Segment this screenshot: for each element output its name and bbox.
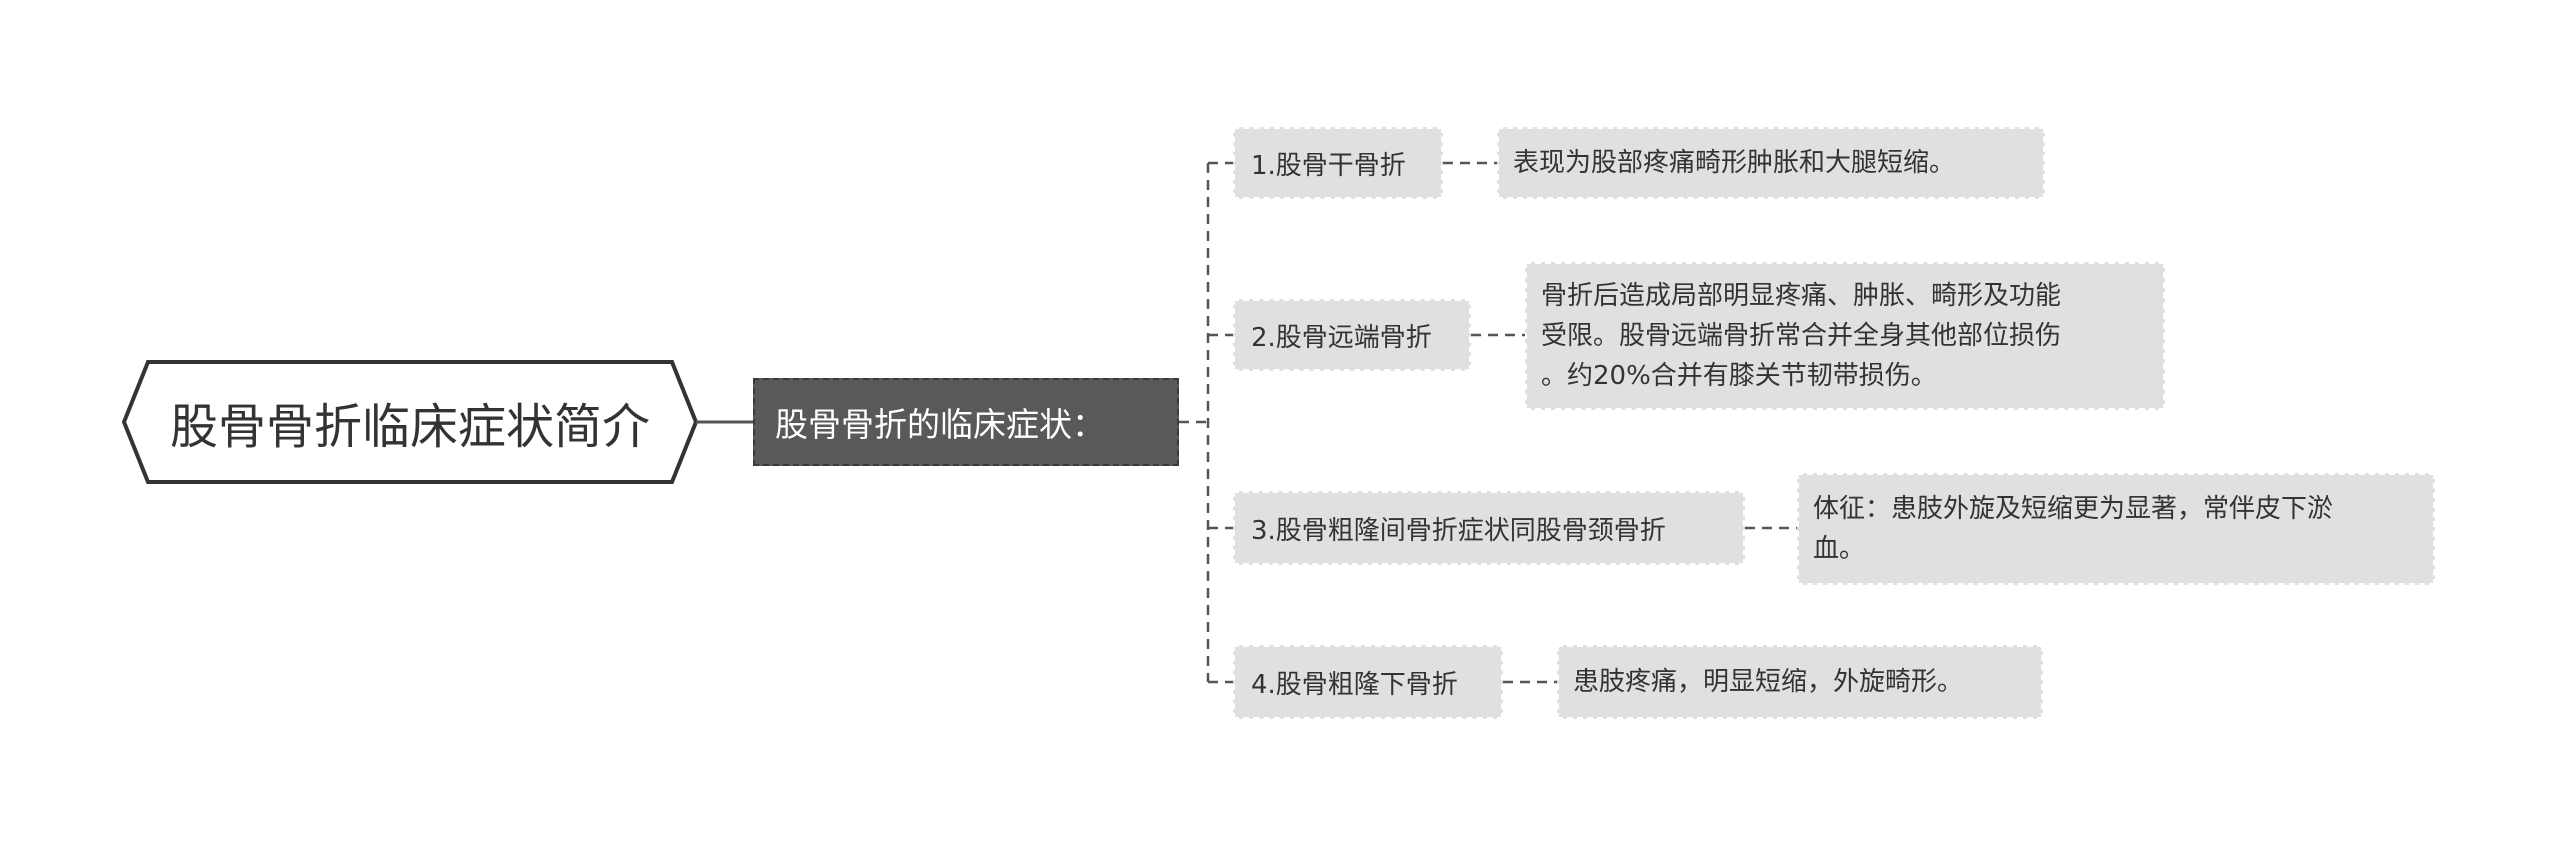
- branch-node-4[interactable]: 4.股骨粗隆下骨折: [1233, 645, 1503, 719]
- detail-node-3[interactable]: 体征：患肢外旋及短缩更为显著，常伴皮下淤 血。: [1797, 473, 2435, 585]
- detail-node-1[interactable]: 表现为股部疼痛畸形肿胀和大腿短缩。: [1497, 127, 2045, 199]
- detail-text-line: 患肢疼痛，明显短缩，外旋畸形。: [1573, 667, 1964, 697]
- detail-text-line: 骨折后造成局部明显疼痛、肿胀、畸形及功能: [1541, 281, 2062, 311]
- detail-text-line: 受限。股骨远端骨折常合并全身其他部位损伤: [1541, 321, 2062, 351]
- branch-label: 4.股骨粗隆下骨折: [1251, 669, 1458, 700]
- detail-text-line: 。约20%合并有膝关节韧带损伤。: [1541, 361, 1937, 391]
- branch-node-3[interactable]: 3.股骨粗隆间骨折症状同股骨颈骨折: [1233, 491, 1745, 565]
- detail-text-line: 表现为股部疼痛畸形肿胀和大腿短缩。: [1513, 148, 1956, 178]
- branch-label: 1.股骨干骨折: [1251, 150, 1406, 181]
- branch-label: 2.股骨远端骨折: [1251, 322, 1432, 353]
- root-title[interactable]: 股骨骨折临床症状简介: [169, 399, 650, 455]
- branch-node-1[interactable]: 1.股骨干骨折: [1233, 127, 1443, 199]
- detail-text-line: 体征：患肢外旋及短缩更为显著，常伴皮下淤: [1813, 494, 2334, 524]
- branch-label: 3.股骨粗隆间骨折症状同股骨颈骨折: [1251, 515, 1666, 546]
- main-topic-node[interactable]: 股骨骨折的临床症状：: [753, 378, 1179, 466]
- detail-node-4[interactable]: 患肢疼痛，明显短缩，外旋畸形。: [1557, 645, 2043, 719]
- branch-node-2[interactable]: 2.股骨远端骨折: [1233, 299, 1471, 371]
- root-hexagon: [121, 360, 699, 484]
- detail-node-2[interactable]: 骨折后造成局部明显疼痛、肿胀、畸形及功能 受限。股骨远端骨折常合并全身其他部位损…: [1525, 262, 2165, 410]
- main-topic-label: 股骨骨折的临床症状：: [775, 405, 1105, 444]
- detail-text-line: 血。: [1813, 534, 1866, 564]
